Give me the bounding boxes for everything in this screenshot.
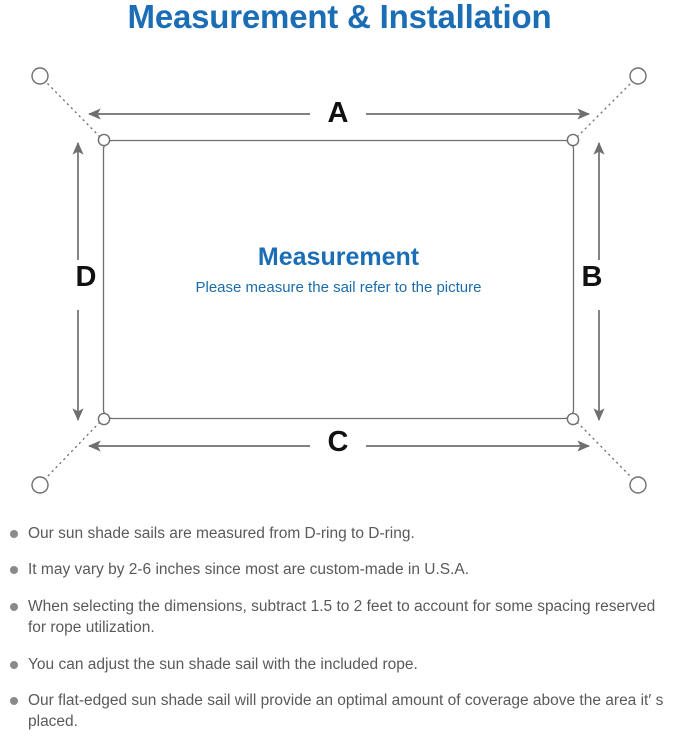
list-item: It may vary by 2-6 inches since most are…	[0, 559, 679, 580]
anchor-point-top-right	[629, 67, 647, 85]
list-item-text: Our sun shade sails are measured from D-…	[28, 525, 415, 542]
list-item-text: It may vary by 2-6 inches since most are…	[28, 561, 470, 579]
bullet-icon	[10, 660, 18, 669]
dimension-label-c: C	[327, 426, 349, 458]
d-ring-bottom-left	[97, 412, 111, 426]
anchor-point-bottom-left	[31, 476, 49, 494]
notes-list: Our sun shade sails are measured from D-…	[0, 523, 679, 748]
bullet-icon	[10, 696, 18, 705]
page-title: Measurement & Installation	[127, 0, 552, 35]
list-item-text: When selecting the dimensions, subtract …	[28, 597, 656, 637]
rope-line-bottom-right	[576, 421, 633, 479]
sail-subheading: Please measure the sail refer to the pic…	[195, 279, 482, 296]
list-item: You can adjust the sun shade sail with t…	[0, 654, 679, 675]
bullet-icon	[10, 566, 18, 575]
rope-line-top-left	[45, 81, 101, 138]
list-item: When selecting the dimensions, subtract …	[0, 596, 679, 639]
measurement-diagram	[0, 48, 679, 518]
sail-heading: Measurement	[257, 243, 420, 271]
dimension-label-d: D	[75, 261, 97, 293]
d-ring-top-left	[97, 133, 111, 147]
rope-line-top-right	[576, 81, 633, 138]
anchor-point-top-left	[31, 67, 49, 85]
rope-line-bottom-left	[45, 421, 101, 479]
list-item-text: You can adjust the sun shade sail with t…	[28, 655, 418, 673]
diagram-canvas	[31, 67, 647, 494]
d-ring-bottom-right	[566, 412, 580, 426]
list-item: Our flat-edged sun shade sail will provi…	[0, 690, 679, 733]
sail-outline	[102, 139, 575, 420]
d-ring-top-right	[566, 133, 580, 147]
list-item: Our sun shade sails are measured from D-…	[0, 523, 679, 544]
anchor-point-bottom-right	[629, 476, 647, 494]
bullet-icon	[10, 602, 18, 611]
list-item-text: Our flat-edged sun shade sail will provi…	[28, 691, 664, 731]
dimension-label-a: A	[327, 97, 349, 129]
dimension-label-b: B	[581, 261, 603, 293]
bullet-icon	[10, 530, 18, 538]
